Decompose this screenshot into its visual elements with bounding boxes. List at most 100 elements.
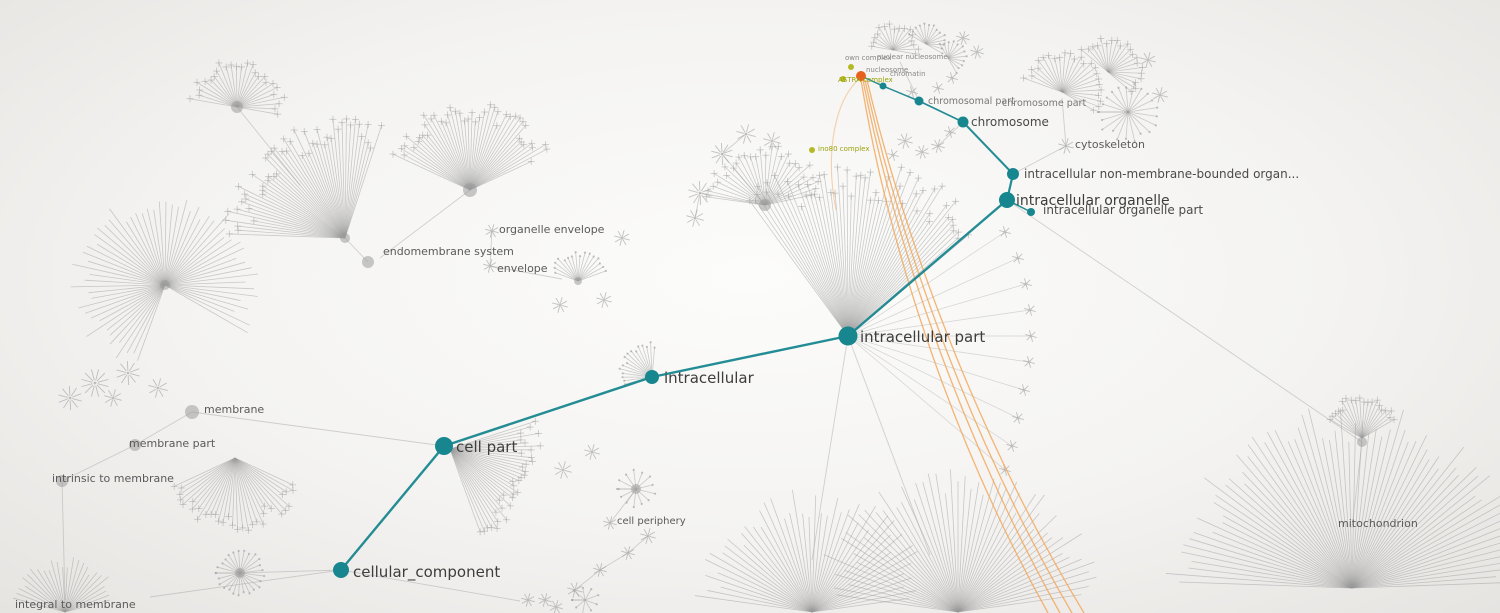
star-node: [1025, 330, 1037, 342]
star-node: [944, 126, 956, 138]
ray-stars-layer: [847, 226, 1037, 476]
star-node: [549, 600, 563, 613]
star-node: [552, 297, 568, 313]
graph-node-cell-part[interactable]: [435, 437, 453, 455]
star-node: [956, 31, 970, 45]
label-cellular-component[interactable]: cellular_component: [353, 563, 500, 582]
cluster-fan: [702, 142, 822, 206]
star-node: [999, 226, 1011, 238]
cluster-fan: [1019, 49, 1105, 114]
label-endomembrane-system[interactable]: endomembrane system: [383, 245, 514, 258]
star-node: [915, 145, 929, 159]
star-node: [116, 360, 140, 386]
graph-node-non-membrane-bounded-organelle[interactable]: [1007, 168, 1019, 180]
graph-node-green[interactable]: [840, 76, 846, 82]
teal-edge: [962, 121, 1014, 175]
star-node: [104, 389, 122, 407]
label-chromosome[interactable]: chromosome: [971, 115, 1049, 129]
label-membrane[interactable]: membrane: [204, 403, 264, 416]
label-mitochondrion[interactable]: mitochondrion: [1338, 517, 1418, 530]
graph-node-green[interactable]: [848, 64, 854, 70]
gray-hub-node[interactable]: [185, 405, 199, 419]
gray-hub-node[interactable]: [631, 484, 641, 494]
cluster-fan: [389, 101, 551, 191]
gray-discs-layer: [56, 101, 1367, 578]
star-node: [946, 72, 958, 84]
star-node: [931, 139, 945, 153]
star-node: [932, 82, 944, 94]
label-cytoskeleton[interactable]: cytoskeleton: [1075, 138, 1145, 151]
graph-node-intracellular-organelle-part[interactable]: [1027, 208, 1035, 216]
gray-edges-layer: [61, 61, 1363, 602]
teal-edge: [918, 100, 964, 123]
graph-node-green[interactable]: [809, 147, 815, 153]
star-node: [763, 132, 781, 150]
cluster-fan: [170, 457, 297, 534]
label-membrane-part[interactable]: membrane part: [129, 437, 216, 450]
gray-hub-node[interactable]: [231, 101, 243, 113]
graph-node-chromosome[interactable]: [957, 116, 969, 128]
star-node: [686, 209, 704, 227]
gray-hub-node[interactable]: [340, 233, 350, 243]
label-cell-periphery[interactable]: cell periphery: [617, 516, 686, 527]
label-chromosomal-part[interactable]: chromosomal part: [928, 96, 1015, 107]
label-ino80-complex[interactable]: ino80 complex: [818, 145, 869, 153]
teal-edge: [651, 334, 849, 379]
label-intracellular-organelle[interactable]: intracellular organelle: [1016, 193, 1170, 209]
graph-node-intracellular-part[interactable]: [838, 326, 858, 346]
cluster-fan: [222, 115, 386, 239]
star-node: [897, 133, 913, 149]
label-chromatin[interactable]: chromatin: [890, 70, 926, 78]
star-node: [81, 369, 109, 397]
gray-hub-node[interactable]: [362, 256, 374, 268]
label-chromosome-part[interactable]: chromosome part: [1002, 98, 1086, 109]
cluster-fan: [571, 586, 600, 613]
label-intracellular-part[interactable]: intracellular part: [860, 328, 985, 346]
label-non-membrane-bounded[interactable]: intracellular non-membrane-bounded organ…: [1024, 167, 1299, 181]
gray-hub-node[interactable]: [759, 199, 771, 211]
star-node: [1018, 384, 1030, 396]
label-envelope[interactable]: envelope: [497, 262, 548, 275]
cluster-fan: [694, 489, 918, 613]
label-intracellular-organelle-part[interactable]: intracellular organelle part: [1043, 203, 1203, 217]
graph-node-nucleosome[interactable]: [856, 71, 866, 81]
star-node: [1152, 87, 1168, 103]
star-node: [640, 528, 656, 544]
cluster-fan: [1165, 408, 1500, 589]
gray-hub-node[interactable]: [129, 439, 141, 451]
cluster-fan: [1077, 34, 1147, 95]
star-node: [521, 593, 535, 607]
gray-hub-node[interactable]: [160, 280, 170, 290]
label-nucleosome[interactable]: nucleosome: [866, 66, 908, 74]
label-cell-part[interactable]: cell part: [456, 438, 517, 456]
star-node: [538, 593, 552, 607]
graph-node-cluster-junction[interactable]: [879, 82, 887, 90]
label-organelle-envelope[interactable]: organelle envelope: [499, 223, 605, 236]
gray-hub-node[interactable]: [56, 475, 68, 487]
gray-hub-node[interactable]: [235, 568, 245, 578]
star-node: [736, 124, 756, 144]
label-intrinsic-to-membrane[interactable]: intrinsic to membrane: [52, 472, 174, 485]
graph-node-chromosomal-part[interactable]: [914, 96, 924, 106]
label-own-complex[interactable]: own complex: [845, 54, 891, 62]
star-node: [584, 444, 600, 460]
star-node: [906, 86, 918, 98]
gray-hub-node[interactable]: [463, 183, 477, 197]
label-integral-to-membrane[interactable]: integral to membrane: [15, 598, 136, 611]
cluster-fan: [553, 251, 608, 282]
label-astra-complex[interactable]: ASTRA complex: [838, 76, 893, 84]
gray-hub-node[interactable]: [1357, 437, 1367, 447]
star-node: [58, 385, 82, 411]
label-nuclear-nucleosome[interactable]: nuclear nucleosome: [877, 53, 948, 61]
star-node: [485, 224, 499, 238]
graph-node-cellular-component[interactable]: [333, 562, 349, 578]
gray-hub-node[interactable]: [574, 277, 582, 285]
graph-node-intracellular-organelle[interactable]: [999, 192, 1015, 208]
star-node: [1012, 252, 1024, 264]
label-intracellular[interactable]: intracellular: [664, 369, 755, 387]
star-node: [148, 378, 168, 398]
graph-node-intracellular[interactable]: [645, 370, 659, 384]
star-node: [1023, 356, 1035, 368]
star-node: [887, 149, 899, 161]
